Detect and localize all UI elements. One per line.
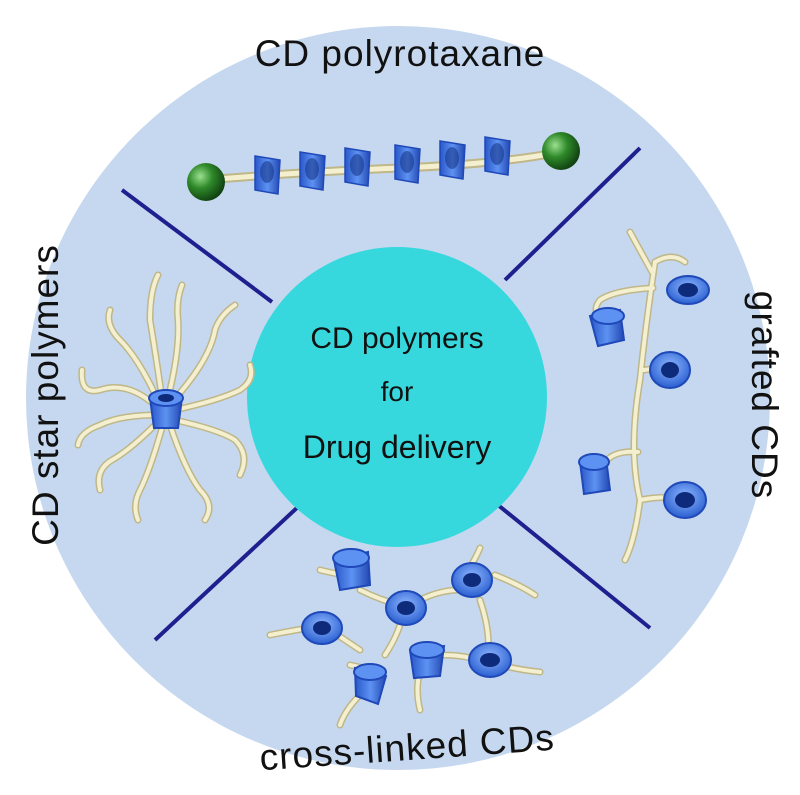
divider-upper-right <box>503 146 642 282</box>
cyclodextrin-ring <box>299 151 326 191</box>
divider-lower-right <box>496 503 652 630</box>
network-cd-cup <box>332 548 372 592</box>
grafted-cd-cup <box>649 351 691 389</box>
network-cd-cup <box>301 611 343 645</box>
network-cd-cup <box>468 642 512 678</box>
network-cd-cup <box>385 590 427 626</box>
grafted-polymer-icon <box>578 228 710 564</box>
star-core-cd <box>148 389 184 429</box>
grafted-cd-cup <box>588 307 626 348</box>
network-cd-cup <box>353 663 388 706</box>
label-left: CD star polymers <box>25 244 66 546</box>
cyclodextrin-ring <box>254 155 281 195</box>
cyclodextrin-ring <box>484 136 511 176</box>
grafted-cd-cup <box>666 275 710 305</box>
grafted-cd-cup <box>578 453 612 496</box>
network-cd-cup <box>451 562 493 598</box>
center-title-line2: for <box>381 376 414 407</box>
center-title-line1: CD polymers <box>310 322 483 355</box>
stopper-left <box>187 163 225 201</box>
divider-lower-left <box>153 503 302 642</box>
star-polymer-icon <box>74 271 255 524</box>
label-top: CD polyrotaxane <box>255 33 546 74</box>
quadrant-dividers <box>120 146 652 642</box>
cyclodextrin-ring <box>394 144 421 184</box>
cyclodextrin-ring <box>344 147 371 187</box>
center-title-line3: Drug delivery <box>303 429 492 465</box>
cyclodextrin-ring <box>439 140 466 180</box>
crosslinked-network-icon <box>266 544 544 729</box>
network-cd-cup <box>408 641 446 680</box>
center-disc <box>247 247 547 547</box>
label-right: grafted CDs <box>744 291 785 499</box>
grafted-cd-cup <box>663 481 707 519</box>
divider-upper-left <box>120 188 274 304</box>
stopper-right <box>542 132 580 170</box>
polyrotaxane-icon <box>187 132 580 201</box>
